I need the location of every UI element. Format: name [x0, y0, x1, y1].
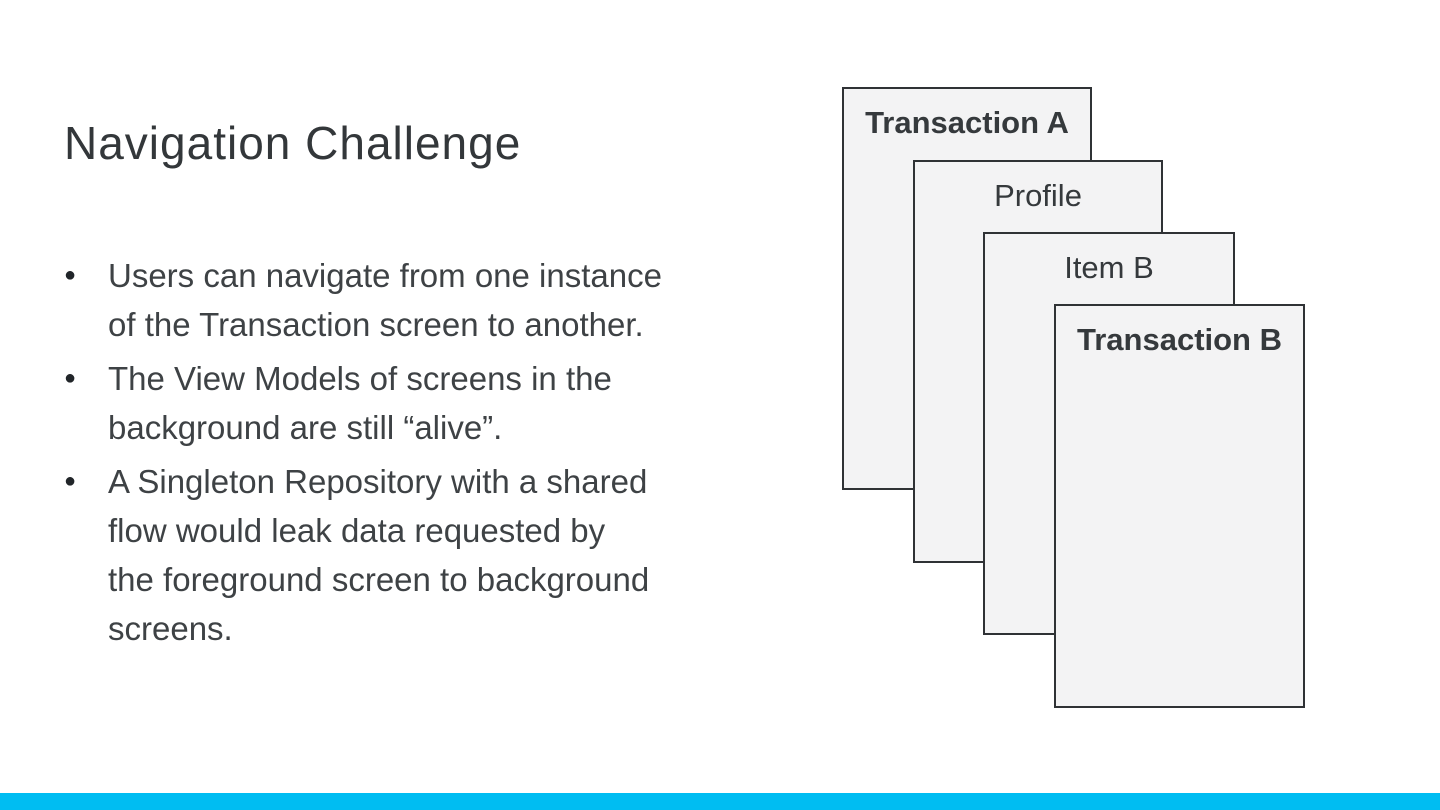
bullet-text-line: background are still “alive”.: [108, 409, 503, 446]
list-item: ● A Singleton Repository with a shared f…: [64, 457, 744, 653]
bullet-icon: ●: [64, 264, 77, 286]
list-item: ● The View Models of screens in the back…: [64, 354, 744, 452]
page-title: Navigation Challenge: [64, 116, 522, 169]
card-transaction-b: Transaction B: [1054, 304, 1305, 708]
card-label: Profile: [994, 178, 1082, 213]
card-label: Item B: [1064, 250, 1154, 285]
bullet-text-line: the foreground screen to background: [108, 561, 650, 598]
bullet-icon: ●: [64, 367, 77, 389]
bullet-text-line: A Singleton Repository with a shared: [108, 463, 648, 500]
bullet-text-line: flow would leak data requested by: [108, 512, 606, 549]
bullet-text-line: Users can navigate from one instance: [108, 257, 662, 294]
card-label: Transaction A: [865, 105, 1069, 140]
bullet-list: ● Users can navigate from one instance o…: [64, 251, 744, 658]
bullet-icon: ●: [64, 470, 77, 492]
bullet-text-line: The View Models of screens in the: [108, 360, 612, 397]
list-item: ● Users can navigate from one instance o…: [64, 251, 744, 349]
card-label: Transaction B: [1077, 322, 1282, 357]
accent-bar: [0, 793, 1440, 810]
bullet-text-line: of the Transaction screen to another.: [108, 306, 644, 343]
bullet-text-line: screens.: [108, 610, 233, 647]
